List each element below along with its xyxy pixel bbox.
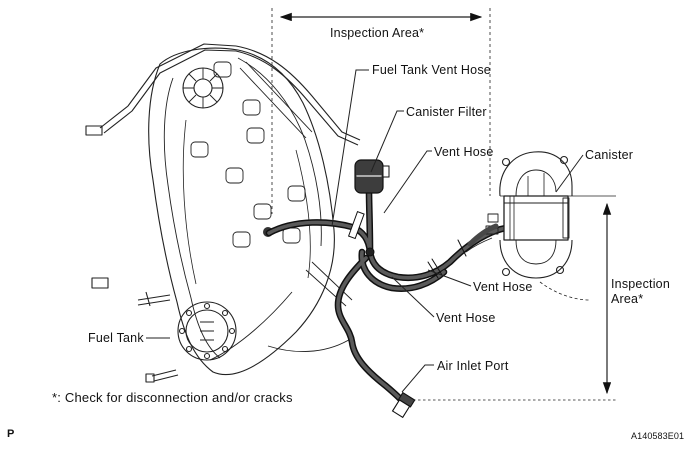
leader-canister-filter: [370, 110, 404, 173]
air-inlet-port-label: Air Inlet Port: [437, 359, 509, 373]
leader-fuel-tank-vent-hose: [331, 69, 369, 227]
inspection-area-right-label: Inspection Area*: [611, 277, 670, 307]
hose-assembly-drawing: [265, 159, 510, 419]
inspection-area-top-bounds: [271, 8, 491, 214]
footnote: *: Check for disconnection and/or cracks: [52, 390, 293, 405]
leader-canister: [555, 154, 584, 193]
leader-air-inlet-port: [401, 364, 434, 393]
vent-hose-upper-label: Vent Hose: [434, 145, 494, 159]
fuel-tank-label: Fuel Tank: [88, 331, 144, 345]
inspection-area-top-label: Inspection Area*: [330, 26, 425, 40]
page-letter: P: [7, 428, 15, 440]
drawing-number: A140583E01: [631, 431, 685, 441]
fuel-tank-drawing: [85, 43, 361, 383]
inspection-area-right-line1: Inspection: [611, 277, 670, 291]
canister-filter-label: Canister Filter: [406, 105, 487, 119]
leader-vent-hose-lower: [391, 276, 435, 318]
canister-drawing: [465, 151, 591, 301]
air-inlet-port-drawing: [391, 391, 416, 419]
vent-hose-lower-label: Vent Hose: [436, 311, 496, 325]
fuel-tank-vent-hose-label: Fuel Tank Vent Hose: [372, 63, 491, 77]
leader-vent-hose-middle: [427, 269, 472, 287]
vent-hose-middle-label: Vent Hose: [473, 280, 533, 294]
canister-filter-drawing: [354, 159, 390, 194]
inspection-area-right-line2: Area*: [611, 292, 644, 306]
leader-vent-hose-upper: [383, 150, 432, 214]
leader-lines: [146, 69, 584, 393]
canister-label: Canister: [585, 148, 634, 162]
